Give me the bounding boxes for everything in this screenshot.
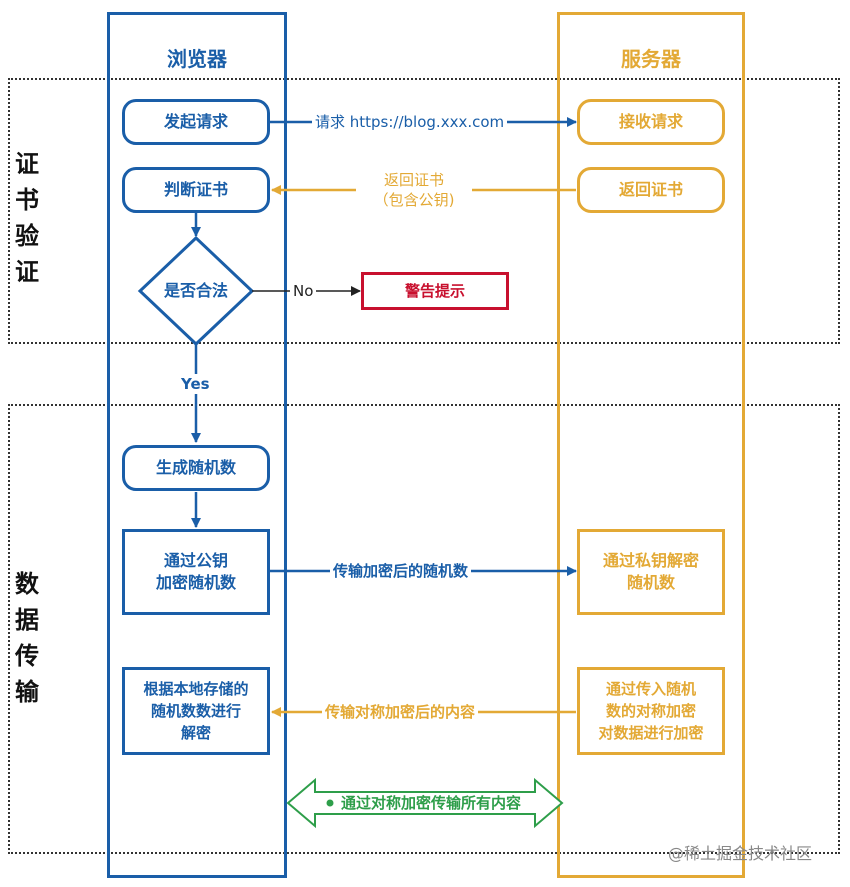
server-encrypt-line1: 通过传入随机 — [605, 680, 696, 698]
decrypt-random-node: 通过私钥解密 随机数 — [577, 529, 725, 615]
send-request-label: 发起请求 — [163, 112, 228, 131]
local-decrypt-node: 根据本地存储的 随机数数进行 解密 — [122, 667, 270, 755]
return-cert-edge-label: 返回证书 （包含公钥) — [356, 170, 472, 210]
browser-lane-title: 浏览器 — [167, 47, 227, 71]
browser-lane: 浏览器 — [107, 12, 287, 878]
cert-section-label: 证书验证 — [14, 146, 40, 290]
is-valid-label: 是否合法 — [163, 281, 228, 300]
local-decrypt-line2: 随机数数进行 — [150, 702, 241, 720]
gen-random-label: 生成随机数 — [155, 458, 236, 477]
return-cert-edge-line1: 返回证书 — [383, 171, 444, 189]
warning-node: 警告提示 — [361, 272, 509, 310]
request-edge-label: 请求 https://blog.xxx.com — [312, 112, 508, 132]
local-decrypt-line3: 解密 — [180, 724, 211, 742]
server-encrypt-node: 通过传入随机 数的对称加密 对数据进行加密 — [577, 667, 725, 755]
server-lane-title: 服务器 — [621, 47, 681, 71]
cert-section-box — [8, 78, 840, 344]
return-cert-label: 返回证书 — [618, 180, 683, 199]
encrypt-random-line2: 加密随机数 — [155, 573, 236, 592]
send-request-node: 发起请求 — [122, 99, 270, 145]
server-encrypt-line2: 数的对称加密 — [605, 702, 696, 720]
data-section-label-text: 数据传输 — [15, 570, 39, 706]
cert-section-label-text: 证书验证 — [15, 150, 39, 286]
no-edge-label: No — [290, 281, 317, 301]
encrypt-random-node: 通过公钥 加密随机数 — [122, 529, 270, 615]
server-encrypt-line3: 对数据进行加密 — [598, 724, 704, 742]
warning-label: 警告提示 — [404, 282, 465, 300]
return-cert-node: 返回证书 — [577, 167, 725, 213]
yes-edge-label: Yes — [178, 374, 213, 394]
receive-request-node: 接收请求 — [577, 99, 725, 145]
transfer-content-edge-label: 传输对称加密后的内容 — [322, 702, 479, 722]
all-content-edge-label: 通过对称加密传输所有内容 — [341, 794, 522, 812]
gen-random-node: 生成随机数 — [122, 445, 270, 491]
encrypt-random-line1: 通过公钥 — [163, 551, 228, 570]
server-lane: 服务器 — [557, 12, 745, 878]
decrypt-random-line2: 随机数 — [626, 573, 675, 592]
receive-request-label: 接收请求 — [618, 112, 683, 131]
judge-cert-node: 判断证书 — [122, 167, 270, 213]
symmetric-double-arrow — [286, 777, 564, 829]
return-cert-edge-line2: （包含公钥) — [373, 191, 455, 209]
symmetric-bullet-dot — [326, 799, 334, 807]
data-section-box — [8, 404, 840, 854]
is-valid-node: 是否合法 — [146, 278, 246, 304]
judge-cert-label: 判断证书 — [163, 180, 228, 199]
watermark: @稀土掘金技术社区 — [668, 844, 813, 863]
transfer-random-edge-label: 传输加密后的随机数 — [330, 561, 472, 581]
decrypt-random-line1: 通过私钥解密 — [602, 551, 699, 570]
local-decrypt-line1: 根据本地存储的 — [143, 680, 249, 698]
data-section-label: 数据传输 — [14, 566, 40, 710]
